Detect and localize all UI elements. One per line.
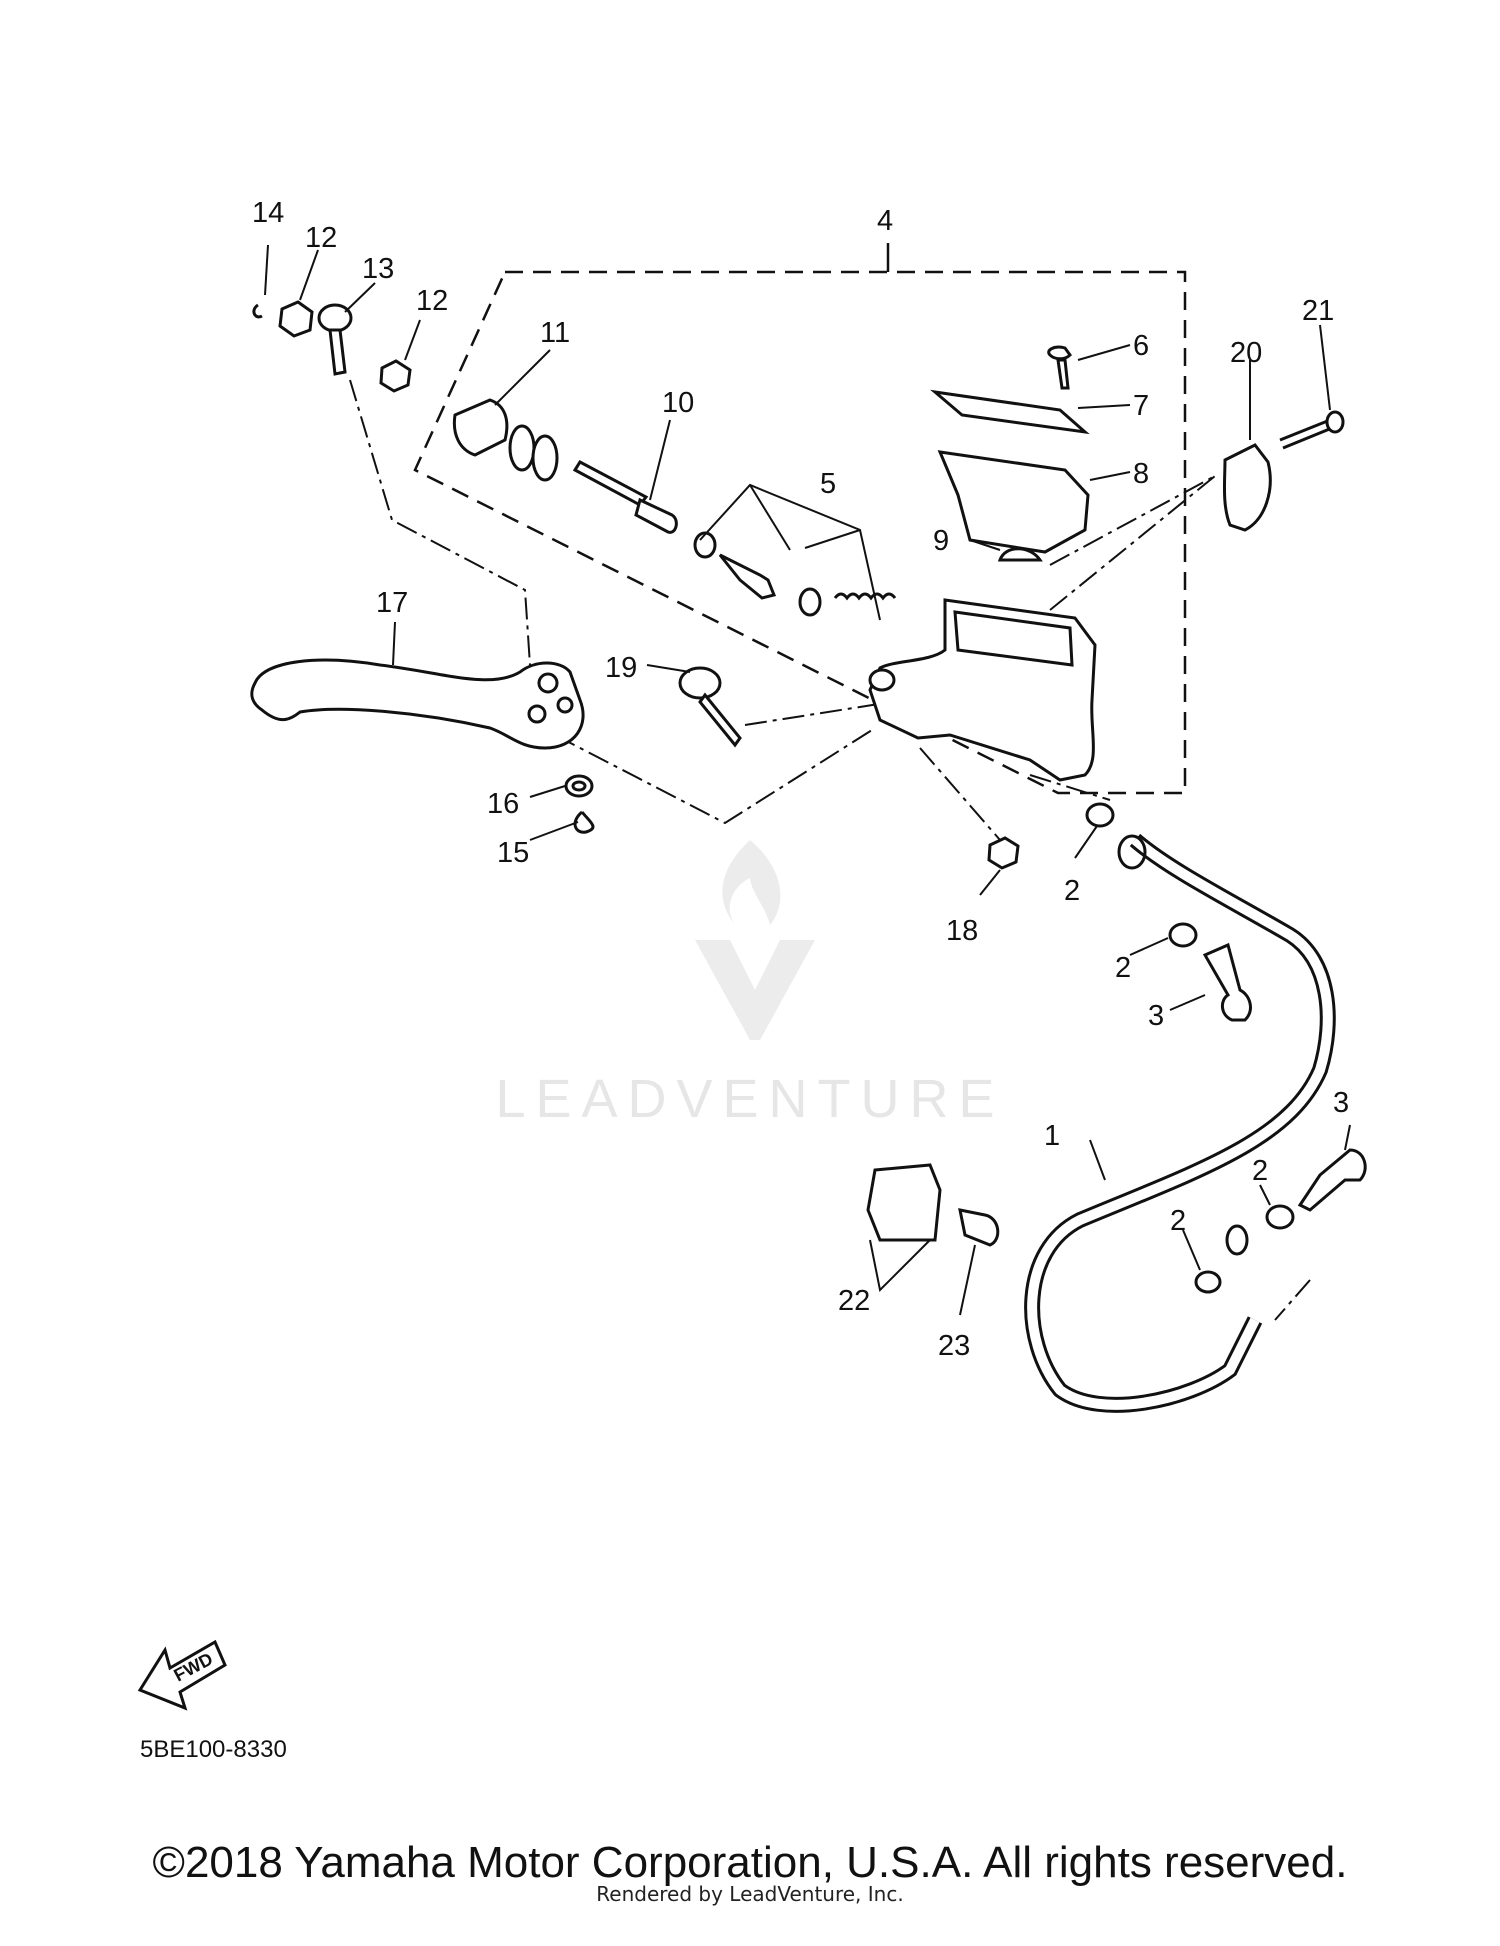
callout-5: 5 <box>820 468 836 500</box>
watermark-text: LEADVENTURE <box>495 1069 1005 1129</box>
reservoir-parts <box>930 345 1090 562</box>
callout-1: 1 <box>1044 1120 1060 1152</box>
callout-11: 11 <box>540 317 570 349</box>
fwd-arrow-icon: FWD <box>137 1639 227 1711</box>
callout-2b: 2 <box>1115 952 1131 984</box>
nut <box>252 300 412 393</box>
callout-9: 9 <box>933 525 949 557</box>
callout-2d: 2 <box>1170 1205 1186 1237</box>
callout-14: 14 <box>252 197 284 229</box>
callout-8: 8 <box>1133 458 1149 490</box>
callout-10: 10 <box>662 387 694 419</box>
callout-6: 6 <box>1133 330 1149 362</box>
callout-3a: 3 <box>1148 1000 1164 1032</box>
callout-numbers: 1 2 2 2 2 2 3 3 4 5 6 7 8 9 10 11 12 12 … <box>252 197 1349 1362</box>
diagram-code: 5BE100-8330 <box>140 1736 287 1763</box>
callout-12a: 12 <box>305 222 337 254</box>
hose-guide <box>866 1163 1000 1293</box>
callout-2a: 2 <box>1064 875 1080 907</box>
rendered-by-credit: Rendered by LeadVenture, Inc. <box>596 1882 904 1906</box>
nut-18 <box>987 836 1020 870</box>
brake-hose <box>1024 833 1336 1413</box>
callout-21: 21 <box>1302 295 1334 327</box>
callout-leaders <box>264 244 1351 1316</box>
washer <box>564 774 595 834</box>
copyright-notice: ©2018 Yamaha Motor Corporation, U.S.A. A… <box>152 1838 1348 1887</box>
callout-7: 7 <box>1133 390 1149 422</box>
master-cylinder-internals <box>452 398 897 617</box>
callout-13: 13 <box>362 253 394 285</box>
callout-17: 17 <box>376 587 408 619</box>
callout-3b: 3 <box>1333 1087 1349 1119</box>
handlebar-clamp <box>1222 410 1345 532</box>
callout-16: 16 <box>487 788 519 820</box>
callout-2c: 2 <box>1252 1155 1268 1187</box>
lever-bolt <box>678 666 742 748</box>
pivot-bolt <box>317 303 353 376</box>
routing-lines <box>349 379 1311 1321</box>
callout-12b: 12 <box>416 285 448 317</box>
callout-18: 18 <box>946 915 978 947</box>
assembly-boundary-dashed <box>413 270 1187 795</box>
callout-bracket-5 <box>699 483 881 621</box>
callout-23: 23 <box>938 1330 970 1362</box>
callout-19: 19 <box>605 652 637 684</box>
callout-22: 22 <box>838 1285 870 1317</box>
callout-20: 20 <box>1230 337 1262 369</box>
master-cylinder-body <box>868 598 1097 782</box>
washers-and-bolts <box>1085 802 1367 1294</box>
callout-4: 4 <box>877 205 893 237</box>
callout-15: 15 <box>497 837 529 869</box>
brake-lever <box>250 658 585 750</box>
watermark-logo <box>695 840 815 1040</box>
